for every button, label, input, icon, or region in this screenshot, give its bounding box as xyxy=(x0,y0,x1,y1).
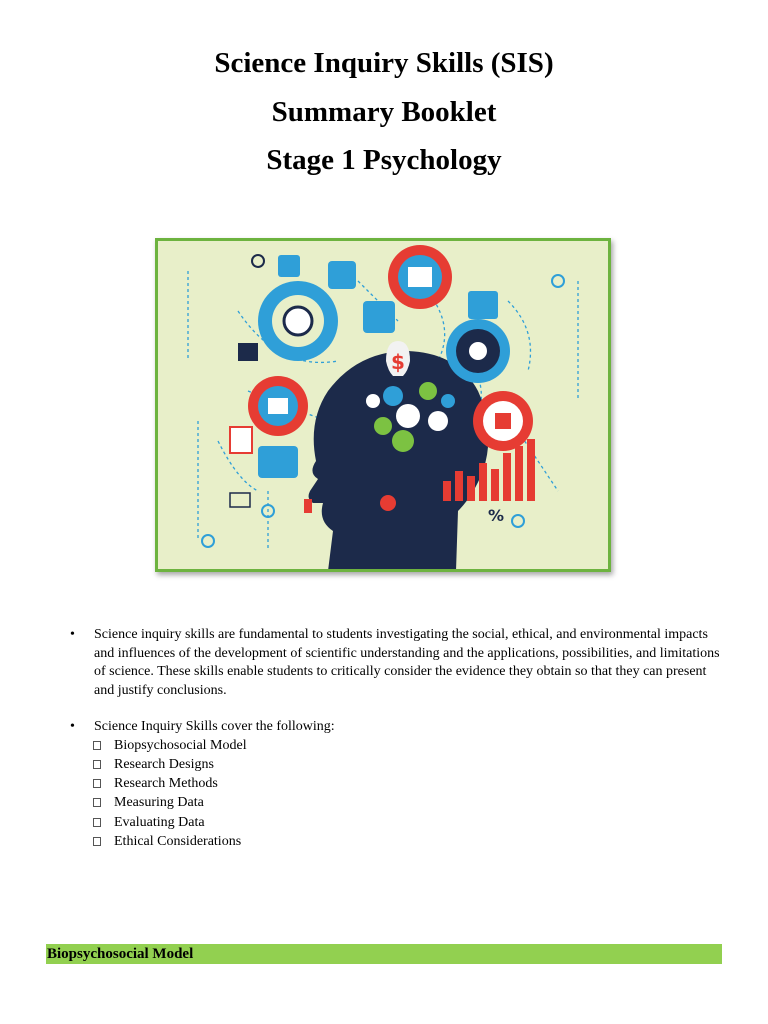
dial-icon xyxy=(446,319,510,383)
small-gear-icon xyxy=(551,274,565,288)
checkbox-icon xyxy=(93,779,101,789)
bars-ring-icon xyxy=(473,391,533,451)
handshake-icon xyxy=(363,301,395,333)
checkbox-icon xyxy=(93,740,101,750)
section-heading: Biopsychosocial Model xyxy=(46,944,722,964)
bullet-dot: • xyxy=(70,627,75,642)
pause-icon xyxy=(278,255,300,277)
list-item: Measuring Data xyxy=(68,794,728,813)
skills-intro: Science Inquiry Skills cover the followi… xyxy=(94,719,335,734)
id-card-icon xyxy=(258,446,298,478)
title-line-2: Summary Booklet xyxy=(271,96,497,128)
settings-ring-icon xyxy=(248,376,308,436)
lightbulb-icon xyxy=(386,341,410,376)
bar-chart-icon xyxy=(443,439,535,501)
envelope-icon xyxy=(229,492,251,508)
list-item: Research Methods xyxy=(68,775,728,794)
title-line-3: Stage 1 Psychology xyxy=(266,144,502,176)
checkbox-icon xyxy=(93,798,101,808)
checkbox-icon xyxy=(93,817,101,827)
list-item: Biopsychosocial Model xyxy=(68,737,728,756)
server-ring-icon xyxy=(388,245,452,309)
list-item: Research Designs xyxy=(68,756,728,775)
dollar-glyph: $ xyxy=(391,350,405,374)
small-gear-icon xyxy=(511,514,525,528)
intro-paragraph: Science inquiry skills are fundamental t… xyxy=(94,627,720,698)
checkbox-icon xyxy=(93,759,101,769)
briefcase-icon xyxy=(468,291,498,319)
bullet-item: • Science inquiry skills are fundamental… xyxy=(68,626,728,700)
gear-cluster xyxy=(366,382,455,452)
dollar-box-icon xyxy=(229,426,253,454)
bag-icon xyxy=(238,343,258,361)
list-item: Evaluating Data xyxy=(68,814,728,833)
chat-icon xyxy=(328,261,356,289)
bullet-item: • Science Inquiry Skills cover the follo… xyxy=(68,718,728,737)
gear-icon-large xyxy=(258,281,338,361)
percent-glyph: % xyxy=(488,506,504,525)
small-gear-icon xyxy=(261,504,275,518)
small-gear-icon xyxy=(201,534,215,548)
list-item: Ethical Considerations xyxy=(68,833,728,852)
person-icon xyxy=(304,499,312,513)
small-gear-icon xyxy=(251,254,265,268)
title-line-1: Science Inquiry Skills (SIS) xyxy=(214,47,554,79)
brain-gears-illustration: $ xyxy=(155,238,611,572)
bullet-dot: • xyxy=(70,719,75,734)
checkbox-icon xyxy=(93,836,101,846)
skills-list: Biopsychosocial Model Research Designs R… xyxy=(68,737,728,853)
head-silhouette xyxy=(308,351,489,569)
intro-bullets: • Science inquiry skills are fundamental… xyxy=(68,626,728,852)
